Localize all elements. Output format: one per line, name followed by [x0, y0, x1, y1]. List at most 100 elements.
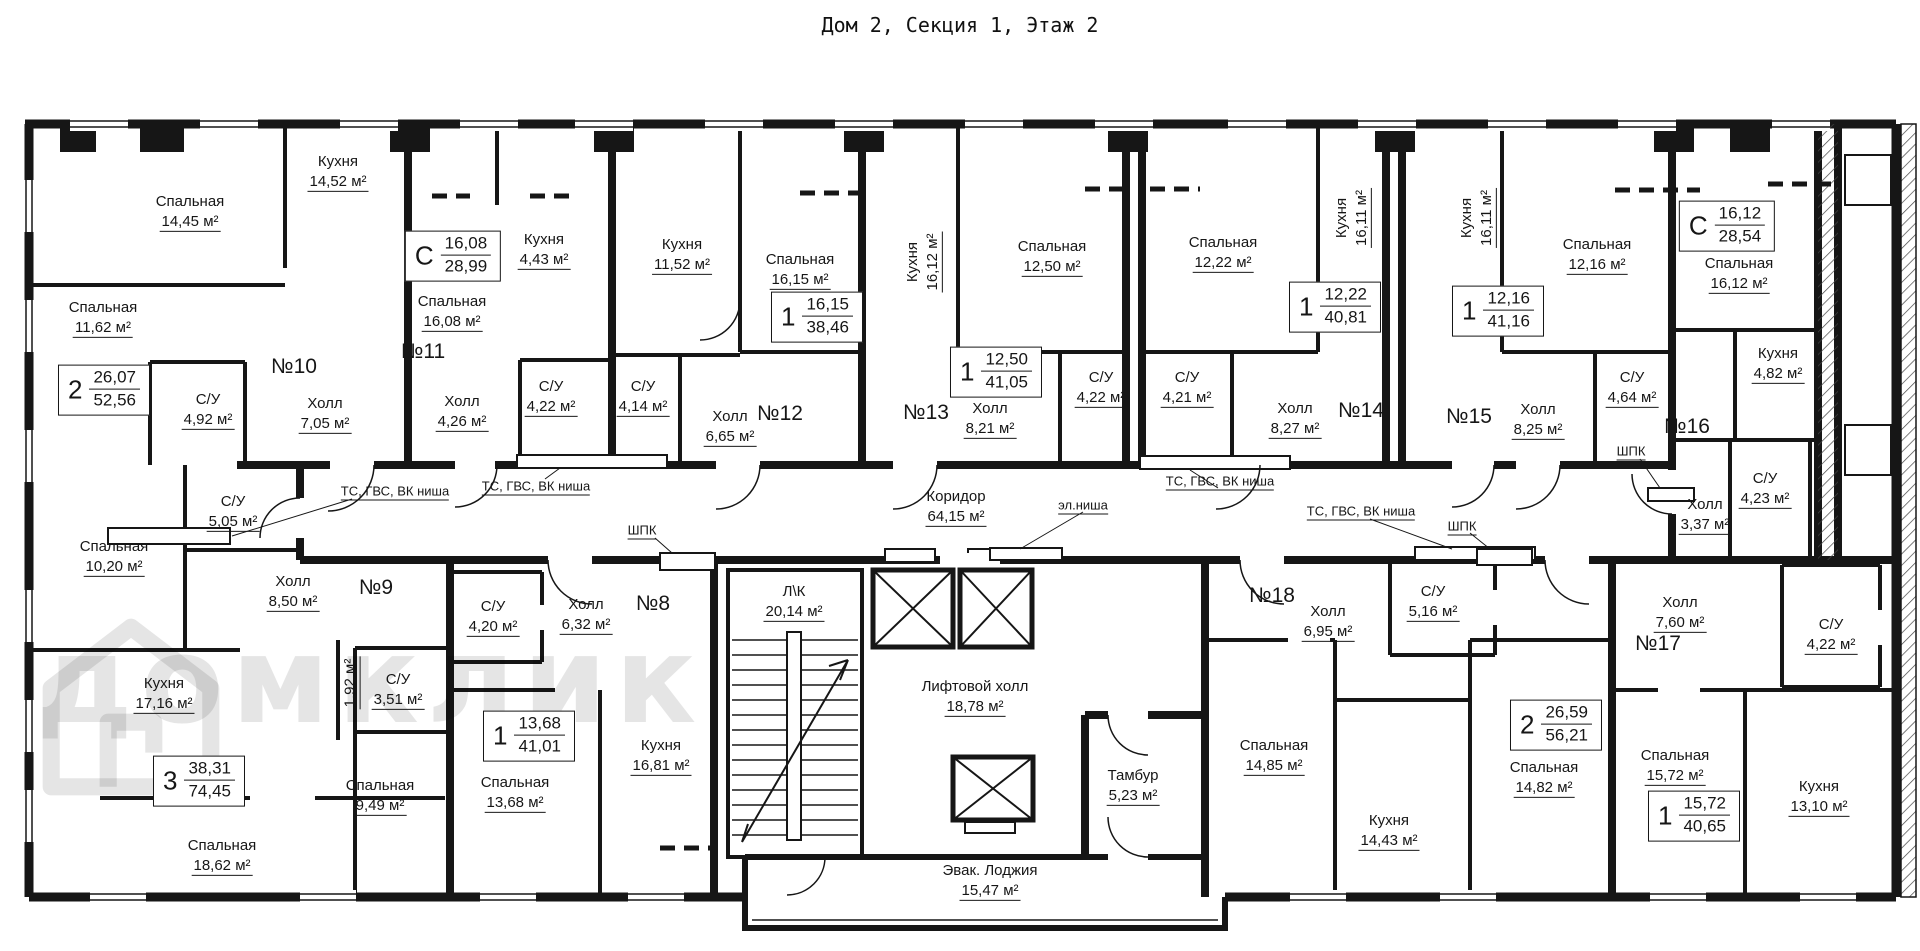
annotation-t3: ТС, ГВС, ВК ниша: [1165, 473, 1275, 491]
room-area: 16,12 м²: [1708, 274, 1770, 294]
room-area: 8,25 м²: [1511, 420, 1565, 440]
room-name: Спальная: [155, 192, 225, 210]
room-name: С/У: [1088, 368, 1114, 386]
room-name: С/У: [480, 597, 506, 615]
apartment-type: С: [1688, 210, 1708, 241]
room-area: 4,43 м²: [517, 250, 571, 270]
living-area: 13,68: [514, 714, 566, 736]
apartment-number-n8: №8: [635, 592, 671, 615]
living-area: 16,12: [1714, 204, 1766, 226]
room-name: С/У: [1619, 368, 1645, 386]
room-label-r9_su2: С/У 3,51 м²: [371, 670, 425, 710]
annotation-text: ТС, ГВС, ВК ниша: [481, 478, 591, 496]
room-area: 16,08 м²: [421, 312, 483, 332]
room-name: Спальная: [1562, 235, 1632, 253]
room-area: 3,51 м²: [371, 690, 425, 710]
room-area: 12,22 м²: [1192, 253, 1254, 273]
room-name: С/У: [385, 670, 411, 688]
room-area: 4,22 м²: [1074, 388, 1128, 408]
apartment-number-n10: №10: [271, 355, 317, 378]
room-name: Кухня: [640, 736, 682, 754]
apartment-type: 1: [780, 301, 796, 332]
apartment-number-n17: №17: [1635, 632, 1681, 655]
room-name: Кухня: [903, 241, 921, 283]
room-name: Холл: [275, 572, 311, 590]
room-area: 4,14 м²: [616, 397, 670, 417]
annotation-text: ТС, ГВС, ВК ниша: [1306, 503, 1416, 521]
room-area: 12,16 м²: [1566, 255, 1628, 275]
room-name: С/У: [195, 390, 221, 408]
annotation-t1: ТС, ГВС, ВК ниша: [340, 483, 450, 501]
room-area: 4,22 м²: [1804, 635, 1858, 655]
room-area: 8,27 м²: [1268, 419, 1322, 439]
apartment-number-n16: №16: [1664, 415, 1710, 438]
room-name: С/У: [1174, 368, 1200, 386]
room-area: 5,23 м²: [1106, 786, 1160, 806]
room-area: 10,20 м²: [83, 557, 145, 577]
plan-title: Дом 2, Секция 1, Этаж 2: [821, 13, 1099, 37]
room-name: Холл: [444, 392, 480, 410]
room-name: Спальная: [1640, 746, 1710, 764]
room-label-r16_bed: Спальная 16,12 м²: [1704, 254, 1774, 294]
room-name: Спальная: [480, 773, 550, 791]
room-label-r13_su: С/У 4,22 м²: [1074, 368, 1128, 408]
living-area: 12,16: [1483, 289, 1535, 311]
total-area: 28,54: [1718, 227, 1762, 246]
room-label-r12_su: С/У 4,14 м²: [616, 377, 670, 417]
room-label-r15_bed: Спальная 12,16 м²: [1562, 235, 1632, 275]
watermark-house-icon: [42, 618, 220, 796]
room-area: 4,82 м²: [1751, 364, 1805, 384]
annotation-t5: эл.ниша: [1058, 497, 1108, 515]
room-area: 16,11 м²: [1477, 188, 1497, 248]
room-area: 6,32 м²: [559, 615, 613, 635]
room-label-r9_niche: 1,92 м²: [341, 656, 362, 710]
annotation-t6: ШПК: [627, 522, 657, 540]
room-name: Спальная: [345, 776, 415, 794]
total-area: 40,65: [1683, 817, 1727, 836]
room-area: 6,95 м²: [1301, 622, 1355, 642]
total-area: 41,01: [518, 737, 562, 756]
room-name: Спальная: [1704, 254, 1774, 272]
room-area: 18,62 м²: [191, 856, 253, 876]
apartment-type: 2: [67, 374, 83, 405]
living-area: 12,50: [981, 350, 1033, 372]
annotation-text: ТС, ГВС, ВК ниша: [340, 483, 450, 501]
living-area: 16,15: [802, 295, 854, 317]
total-area: 74,45: [188, 782, 232, 801]
total-area: 56,21: [1545, 726, 1589, 745]
room-name: Спальная: [187, 836, 257, 854]
room-name: Холл: [972, 399, 1008, 417]
room-name: Эвак. Лоджия: [942, 861, 1038, 879]
room-name: С/У: [630, 377, 656, 395]
